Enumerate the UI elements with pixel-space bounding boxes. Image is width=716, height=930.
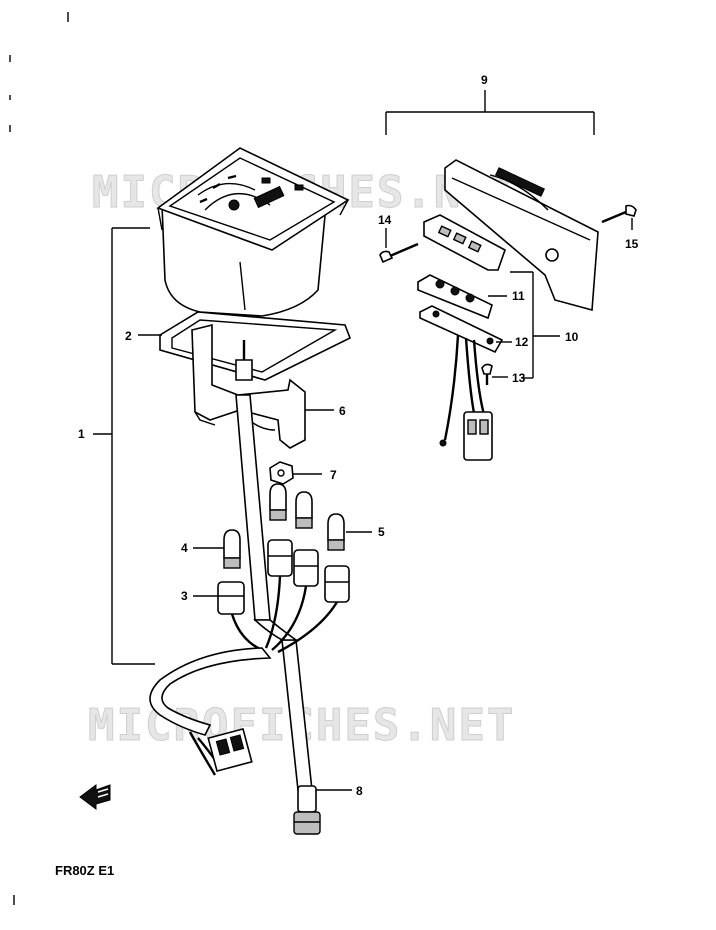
arrow-left-icon bbox=[79, 784, 111, 810]
callout-10: 10 bbox=[565, 330, 579, 344]
callout-11: 11 bbox=[512, 289, 525, 303]
callout-6: 6 bbox=[339, 404, 346, 418]
callout-13: 13 bbox=[512, 371, 526, 385]
cable-stem bbox=[235, 340, 313, 791]
callout-14: 14 bbox=[378, 213, 392, 227]
screws bbox=[379, 204, 637, 385]
indicator-light-assembly bbox=[417, 159, 599, 461]
wire-harness bbox=[149, 647, 272, 776]
callout-12: 12 bbox=[515, 335, 529, 349]
callout-8: 8 bbox=[356, 784, 363, 798]
gasket bbox=[159, 311, 352, 381]
scan-marks bbox=[9, 12, 69, 905]
sockets bbox=[217, 539, 350, 615]
callout-3: 3 bbox=[181, 589, 188, 603]
meter-cable-end bbox=[293, 785, 321, 835]
leader-lines bbox=[93, 90, 633, 791]
nut bbox=[269, 461, 294, 485]
speedometer-assembly bbox=[156, 147, 350, 317]
callout-labels: 1 2 3 4 5 6 7 8 9 10 11 12 13 14 15 bbox=[78, 73, 639, 798]
callout-9: 9 bbox=[481, 73, 488, 87]
bulbs bbox=[223, 483, 345, 569]
callout-1: 1 bbox=[78, 427, 85, 441]
model-code: FR80Z E1 bbox=[55, 863, 114, 878]
callout-5: 5 bbox=[378, 525, 385, 539]
callout-15: 15 bbox=[625, 237, 639, 251]
callout-4: 4 bbox=[181, 541, 188, 555]
callout-7: 7 bbox=[330, 468, 337, 482]
callout-2: 2 bbox=[125, 329, 132, 343]
